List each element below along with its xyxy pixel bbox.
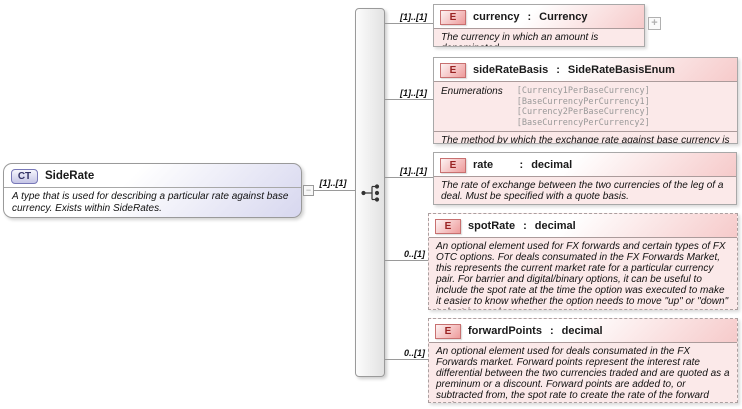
element-spotrate-header: E spotRate : decimal [429,214,737,238]
element-description: The method by which the exchange rate ag… [441,135,730,144]
element-type: decimal [561,325,603,337]
enumeration-value: [BaseCurrencyPerCurrency2] [516,117,650,128]
cardinality-currency: [1]..[1] [400,12,427,22]
enumeration-value: [Currency2PerBaseCurrency] [516,107,650,117]
branch-line-spotrate [385,260,428,261]
sequence-group-bar[interactable] [355,8,385,377]
sequence-icon [360,183,382,208]
element-rate-box[interactable]: E rate : decimal The rate of exchange be… [433,152,737,205]
complextype-description: A type that is used for describing a par… [12,191,289,214]
cardinality-forwardpoints: 0..[1] [403,348,425,358]
element-name: forwardPoints [468,325,542,337]
element-currency-box[interactable]: E currency : Currency The currency in wh… [433,4,645,47]
expand-icon[interactable]: + [648,17,661,30]
element-type: decimal [534,220,576,232]
element-icon: E [440,62,466,78]
element-type: Currency [539,11,588,23]
element-description: An optional element used for FX forwards… [436,241,729,309]
element-icon: E [440,157,466,173]
cardinality-spotrate: 0..[1] [403,249,425,259]
element-icon: E [440,9,466,25]
branch-line-rate [385,177,433,178]
element-sideratebasis-box[interactable]: E sideRateBasis : SideRateBasisEnum Enum… [433,57,738,144]
branch-line-forwardpoints [385,359,428,360]
element-name: rate [473,159,512,171]
type-separator: : [523,220,527,232]
element-name: spotRate [468,220,516,232]
enumerations-section: Enumerations [Currency1PerBaseCurrency] … [434,82,737,132]
enumeration-value: [BaseCurrencyPerCurrency1] [516,96,650,107]
enumerations-values: [Currency1PerBaseCurrency] [BaseCurrency… [517,86,650,128]
element-description: An optional element used for deals consu… [436,346,730,402]
cardinality-sideratebasis: [1]..[1] [400,88,427,98]
element-name: sideRateBasis [473,64,549,76]
element-currency-header: E currency : Currency [434,5,644,29]
element-forwardpoints-header: E forwardPoints : decimal [429,319,737,343]
type-separator: : [549,325,554,337]
element-name: currency [473,11,520,23]
element-sideratebasis-header: E sideRateBasis : SideRateBasisEnum [434,58,737,82]
element-forwardpoints-box[interactable]: E forwardPoints : decimal An optional el… [428,318,738,403]
element-type: decimal [531,159,573,171]
complextype-siderate-box[interactable]: CT SideRate A type that is used for desc… [3,163,302,218]
cardinality-root-sequence: [1]..[1] [319,178,347,188]
complextype-icon: CT [11,168,38,184]
element-icon: E [435,218,461,234]
type-separator: : [556,64,560,76]
branch-line-sideratebasis [385,99,433,100]
complextype-header: CT SideRate [4,164,301,188]
type-separator: : [527,11,532,23]
element-type: SideRateBasisEnum [567,64,675,76]
element-rate-header: E rate : decimal [434,153,736,177]
cardinality-rate: [1]..[1] [400,166,427,176]
element-icon: E [435,323,461,339]
collapse-icon[interactable]: − [303,185,314,196]
enumerations-label: Enumerations [441,86,503,97]
complextype-title: SideRate [45,170,95,182]
enumeration-value: [Currency1PerBaseCurrency] [516,86,650,96]
branch-line-currency [385,23,433,24]
trunk-line [314,190,355,191]
element-description: The rate of exchange between the two cur… [441,180,724,202]
element-description: The currency in which an amount is denom… [441,32,599,46]
element-spotrate-box[interactable]: E spotRate : decimal An optional element… [428,213,738,310]
type-separator: : [519,159,524,171]
